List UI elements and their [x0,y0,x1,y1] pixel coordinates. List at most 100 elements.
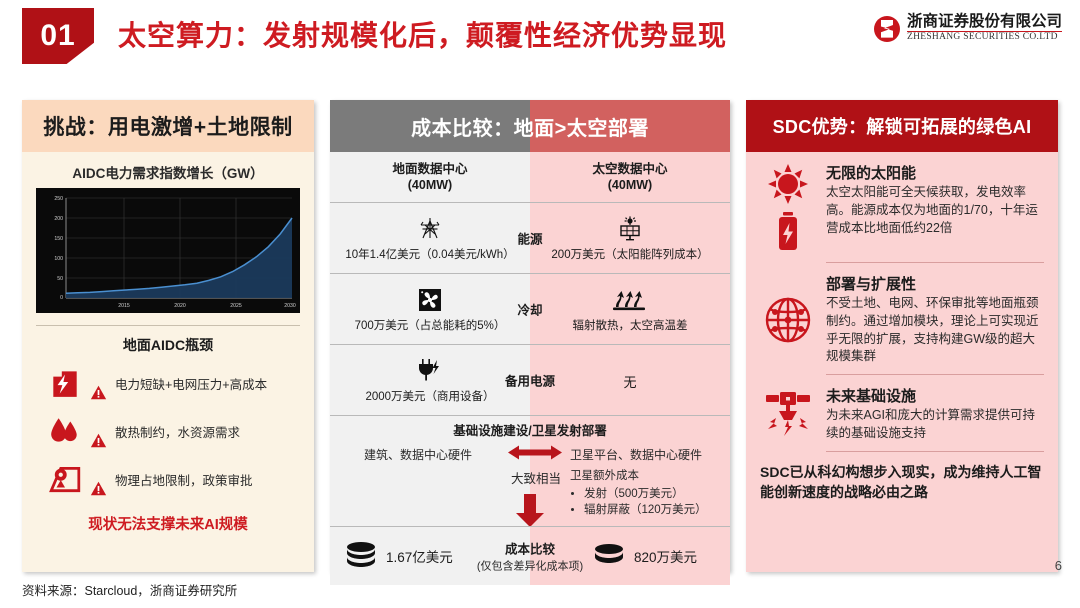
comparison-row-infrastructure: 基础设施建设/卫星发射部署 建筑、数据中心硬件 大致相当 卫星平台、数据中心硬件… [330,415,730,527]
advantage-title: 无限的太阳能 [826,165,917,182]
bottleneck-item: 散热制约，水资源需求 [22,407,314,455]
column-header-space: 太空数据中心 (40MW) [530,152,730,202]
advantage-text: 太空太阳能可全天候获取，发电效率高。能源成本仅为地面的1/70，十年运营成本比地… [826,185,1038,235]
logo-name-en: ZHESHANG SECURITIES CO.LTD [906,32,1058,43]
comparison-row-backup-power: 2000万美元（商用设备） 无 备用电源 [330,344,730,415]
summary-space-total: 820万美元 [634,550,698,565]
challenge-panel: 挑战：用电激增+土地限制 AIDC电力需求指数增长（GW） 250 200 15… [22,100,314,572]
advantage-item: 无限的太阳能 太空太阳能可全天候获取，发电效率高。能源成本仅为地面的1/70，十… [746,152,1058,254]
column-header-ground-line2: (40MW) [407,178,453,192]
page-number: 6 [1054,558,1062,573]
database-stack-icon [595,544,623,563]
sdc-footer: SDC已从科幻构想步入现实，成为维持人工智能创新速度的战略必由之路 [760,463,1042,500]
ground-value-energy: 10年1.4亿美元（0.04美元/kWh） [345,248,515,261]
warning-icon [90,481,107,496]
location-pin-icon [49,466,81,493]
cost-panel-header: 成本比较：地面>太空部署 [330,100,730,152]
svg-text:2015: 2015 [118,303,130,309]
ground-cell-cooling: 700万美元（占总能耗的5%） [330,274,530,344]
source-note: 资料来源：Starcloud，浙商证券研究所 [22,584,238,598]
column-header-ground: 地面数据中心 (40MW) [330,152,530,202]
advantage-text: 不受土地、电网、环保审批等地面瓶颈制约。通过增加模块，理论上可实现近乎无限的扩展… [826,296,1039,364]
globe-network-icon [760,273,816,366]
bottleneck-title: 地面AIDC瓶颈 [122,337,214,353]
warning-icon [90,385,107,400]
header-gray-half [330,100,530,152]
bottleneck-item: 电力短缺+电网压力+高成本 [22,359,314,407]
ground-cell-backup: 2000万美元（商用设备） [330,345,530,415]
svg-text:200: 200 [54,216,63,222]
satellite-icon [760,385,816,443]
summary-ground-total: 1.67亿美元 [386,550,453,565]
down-arrow-icon [515,494,545,533]
bottleneck-text: 电力短缺+电网压力+高成本 [115,377,268,392]
space-value-backup: 无 [623,375,637,390]
advantage-content: 未来基础设施 为未来AGI和庞大的计算需求提供可持续的基础设施支持 [826,385,1044,443]
svg-text:50: 50 [57,276,63,282]
comparison-column-headers: 地面数据中心 (40MW) 太空数据中心 (40MW) [330,152,730,202]
svg-text:150: 150 [54,236,63,242]
comparison-row-cooling: 700万美元（占总能耗的5%） 辐射散热，太空高温差 冷却 [330,273,730,344]
water-drops-icon [51,418,77,442]
svg-text:2020: 2020 [174,303,186,309]
infra-title: 基础设施建设/卫星发射部署 [453,424,607,438]
space-cell-cooling: 辐射散热，太空高温差 [530,274,730,344]
comparison-row-summary: 1.67亿美元 820万美元 成本比较 (仅包含差异化成本项) [330,526,730,585]
sdc-advantage-panel: SDC优势：解锁可拓展的绿色AI 无限的太阳能 太空太阳能可全天候获取，发电效率… [746,100,1058,572]
column-header-space-line2: (40MW) [607,178,653,192]
infra-ground-text: 建筑、数据中心硬件 [363,448,472,462]
infra-space-extra: 卫星额外成本 发射（500万美元） 辐射屏蔽（120万美元） [570,468,730,519]
infra-approx-label: 大致相当 [510,472,561,486]
divider [826,262,1044,263]
column-header-ground-line1: 地面数据中心 [392,161,468,176]
advantage-item: 部署与扩展性 不受土地、电网、环保审批等地面瓶颈制约。通过增加模块，理论上可实现… [746,263,1058,366]
page-title: 太空算力：发射规模化后，颠覆性经济优势显现 [118,20,728,51]
heat-radiation-icon [610,286,650,314]
cost-comparison-panel: 成本比较：地面>太空部署 地面数据中心 (40MW) 太空数据中心 (40MW) [330,100,730,585]
space-cell-energy: 200万美元（太阳能阵列成本） [530,203,730,273]
svg-text:2030: 2030 [284,303,296,309]
logo-name-cn: 浙商证券股份有限公司 [906,13,1062,33]
infra-extra-title: 卫星额外成本 [570,470,639,482]
advantage-title: 部署与扩展性 [826,276,917,293]
challenge-panel-title: 挑战：用电激增+土地限制 [22,100,314,152]
advantage-title: 未来基础设施 [826,388,917,405]
svg-text:250: 250 [54,196,63,202]
bottleneck-text: 物理占地限制，政策审批 [115,473,253,488]
space-value-cooling: 辐射散热，太空高温差 [572,319,688,332]
challenge-footer: 现状无法支撑未来AI规模 [88,517,248,533]
sun-battery-icon [760,162,816,254]
slide-header: 01 太空算力：发射规模化后，颠覆性经济优势显现 浙商证券股份有限公司 ZHES… [0,0,1080,88]
svg-text:100: 100 [54,256,63,262]
comparison-row-energy: 10年1.4亿美元（0.04美元/kWh） [330,202,730,273]
slide-number-badge: 01 [22,8,94,64]
bottleneck-item: 物理占地限制，政策审批 [22,455,314,503]
chart-title: AIDC电力需求指数增长（GW） [72,166,264,181]
column-header-space-line1: 太空数据中心 [592,161,668,176]
header-red-half [530,100,730,152]
power-plug-icon [415,357,445,385]
ground-value-cooling: 700万美元（占总能耗的5%） [354,319,506,332]
infra-ground-bg [330,416,530,526]
infra-space-text: 卫星平台、数据中心硬件 [570,448,703,462]
double-arrow-icon [505,444,565,466]
power-plant-icon [53,371,77,397]
advantage-item: 未来基础设施 为未来AGI和庞大的计算需求提供可持续的基础设施支持 [746,375,1058,443]
summary-ground: 1.67亿美元 [330,527,530,585]
solar-panel-icon [617,215,643,243]
transmission-tower-icon [417,215,443,243]
advantage-text: 为未来AGI和庞大的计算需求提供可持续的基础设施支持 [826,408,1036,440]
space-cell-backup: 无 [530,345,730,415]
ground-cell-energy: 10年1.4亿美元（0.04美元/kWh） [330,203,530,273]
divider [826,450,1044,452]
infra-extra-item: 辐射屏蔽（120万美元） [584,502,730,519]
chart-svg: 250 200 150 100 50 0 2015 2020 2025 2030 [36,188,300,313]
divider [36,325,300,326]
svg-text:2025: 2025 [230,303,242,309]
divider [826,374,1044,375]
aidc-power-demand-chart: 250 200 150 100 50 0 2015 2020 2025 2030 [36,188,300,313]
sdc-panel-title: SDC优势：解锁可拓展的绿色AI [746,100,1058,152]
warning-icon [90,433,107,448]
fan-icon [418,286,442,314]
bottleneck-text: 散热制约，水资源需求 [115,425,241,440]
